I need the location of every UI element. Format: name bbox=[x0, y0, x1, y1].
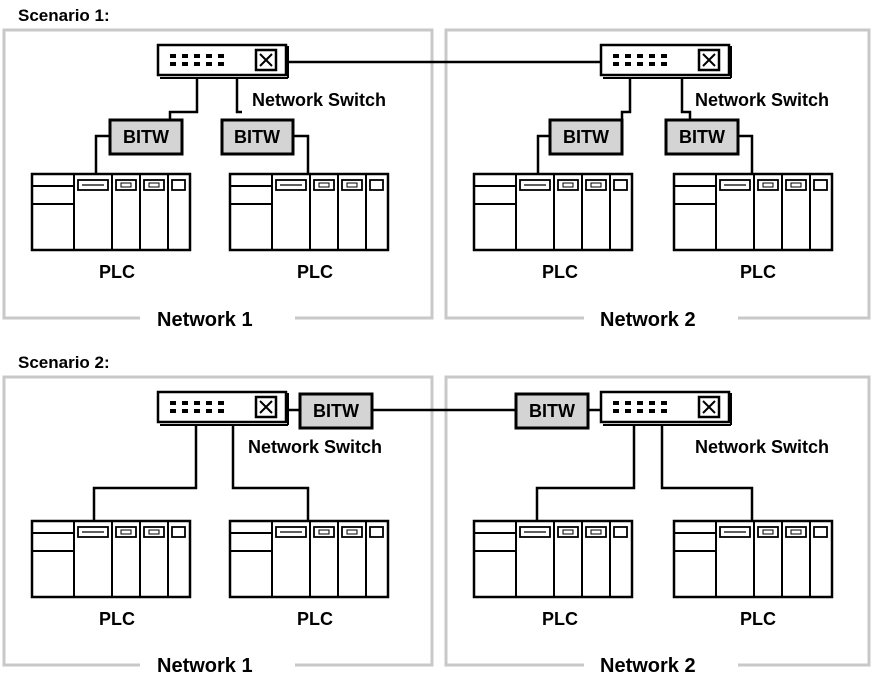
network-caption: Network 1 bbox=[157, 655, 253, 677]
network-caption: Network 1 bbox=[157, 309, 253, 331]
svg-text:BITW: BITW bbox=[563, 127, 609, 147]
svg-text:BITW: BITW bbox=[313, 401, 359, 421]
plc-icon bbox=[228, 172, 390, 252]
network-switch-icon bbox=[156, 43, 291, 80]
network-caption: Network 2 bbox=[600, 655, 696, 677]
bitw-box: BITW bbox=[220, 118, 295, 156]
network-switch-icon bbox=[156, 390, 291, 427]
svg-text:BITW: BITW bbox=[529, 401, 575, 421]
switch-label: Network Switch bbox=[695, 437, 829, 457]
network-switch-icon bbox=[599, 43, 734, 80]
svg-text:BITW: BITW bbox=[679, 127, 725, 147]
s2-network-2: Network 2 Network Switch BITW PLC PLC bbox=[444, 375, 871, 677]
switch-label: Network Switch bbox=[248, 437, 382, 457]
plc-icon bbox=[30, 172, 192, 252]
plc-icon bbox=[30, 519, 192, 599]
plc-icon bbox=[672, 519, 834, 599]
bitw-box: BITW bbox=[108, 118, 184, 156]
plc-label: PLC bbox=[297, 609, 333, 629]
svg-text:BITW: BITW bbox=[234, 127, 280, 147]
network-switch-icon bbox=[599, 390, 734, 427]
plc-label: PLC bbox=[297, 262, 333, 282]
bitw-box: BITW bbox=[298, 392, 374, 430]
s1-network-2: Network 2 Network Switch BITW BITW PLC P… bbox=[444, 28, 871, 331]
plc-label: PLC bbox=[99, 262, 135, 282]
switch-label: Network Switch bbox=[252, 90, 386, 110]
plc-label: PLC bbox=[740, 609, 776, 629]
s2-network-1: Network 1 Network Switch BITW PLC PLC bbox=[2, 375, 434, 677]
svg-text:BITW: BITW bbox=[123, 127, 169, 147]
plc-label: PLC bbox=[542, 609, 578, 629]
plc-label: PLC bbox=[99, 609, 135, 629]
scenario-2-title: Scenario 2: bbox=[18, 353, 110, 372]
bitw-box: BITW bbox=[548, 118, 624, 156]
plc-label: PLC bbox=[542, 262, 578, 282]
s1-network-1: Network 1 Network Switch BITW BITW PLC P… bbox=[2, 28, 434, 331]
bitw-box: BITW bbox=[664, 118, 740, 156]
plc-icon bbox=[672, 172, 834, 252]
network-caption: Network 2 bbox=[600, 309, 696, 331]
bitw-box: BITW bbox=[514, 392, 590, 430]
scenario-1-title: Scenario 1: bbox=[18, 6, 110, 25]
plc-label: PLC bbox=[740, 262, 776, 282]
plc-icon bbox=[472, 172, 634, 252]
switch-label: Network Switch bbox=[695, 90, 829, 110]
plc-icon bbox=[472, 519, 634, 599]
plc-icon bbox=[228, 519, 390, 599]
